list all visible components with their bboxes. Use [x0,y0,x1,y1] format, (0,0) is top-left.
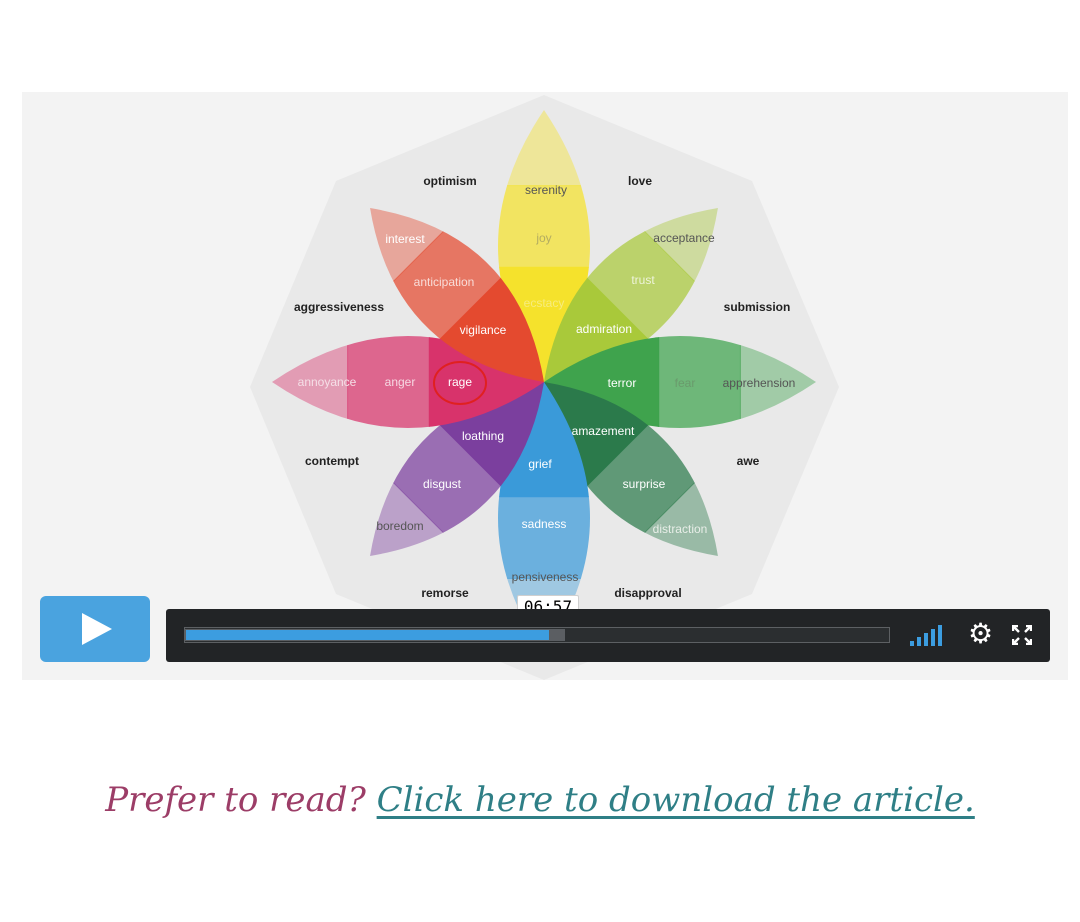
play-icon [82,613,112,645]
petals [272,110,816,654]
label-love: love [628,174,652,188]
label-remorse: remorse [421,586,469,600]
emotion-wheel-image: optimism love submission awe disapproval… [250,95,839,680]
label-rage: rage [448,375,472,389]
progress-played [186,630,549,640]
label-anger: anger [385,375,416,389]
rage-highlight-circle [433,361,487,405]
outer-labels: optimism love submission awe disapproval… [294,174,790,600]
label-interest: interest [385,232,425,246]
label-anticipation: anticipation [414,275,475,289]
label-contempt: contempt [305,454,359,468]
label-sadness: sadness [522,517,567,531]
petal-band-anger-2 [347,336,430,428]
label-surprise: surprise [623,477,666,491]
video-player[interactable]: optimism love submission awe disapproval… [22,92,1068,680]
label-terror: terror [608,376,637,390]
label-optimism: optimism [423,174,476,188]
petal-band-joy-2 [498,185,590,268]
label-distraction: distraction [653,522,708,536]
label-ecstacy: ecstacy [524,296,565,310]
fullscreen-icon[interactable] [1011,624,1033,646]
volume-icon[interactable] [910,624,950,646]
label-boredom: boredom [376,519,423,533]
label-joy: joy [535,231,551,245]
player-control-bar: ⚙ [166,609,1050,662]
caption-prefix: Prefer to read? [105,780,366,820]
label-trust: trust [631,273,655,287]
label-awe: awe [737,454,760,468]
label-vigilance: vigilance [460,323,507,337]
label-apprehension: apprehension [723,376,796,390]
download-article-link[interactable]: Click here to download the article. [376,780,975,820]
petal-band-sadness-2 [498,496,590,579]
label-amazement: amazement [572,424,635,438]
label-disgust: disgust [423,477,462,491]
label-pensiveness: pensiveness [512,570,579,584]
label-disapproval: disapproval [614,586,681,600]
play-button[interactable] [40,596,150,662]
label-grief: grief [528,457,552,471]
label-loathing: loathing [462,429,504,443]
caption: Prefer to read? Click here to download t… [0,780,1080,820]
petal-band-fear-2 [658,336,741,428]
petal-labels: serenity joy ecstacy acceptance trust ad… [298,183,796,584]
label-admiration: admiration [576,322,632,336]
label-acceptance: acceptance [653,231,715,245]
progress-bar[interactable] [184,627,890,643]
label-annoyance: annoyance [298,375,357,389]
gear-icon[interactable]: ⚙ [968,618,994,649]
label-submission: submission [724,300,791,314]
label-aggressiveness: aggressiveness [294,300,384,314]
label-fear: fear [675,376,696,390]
label-serenity: serenity [525,183,567,197]
